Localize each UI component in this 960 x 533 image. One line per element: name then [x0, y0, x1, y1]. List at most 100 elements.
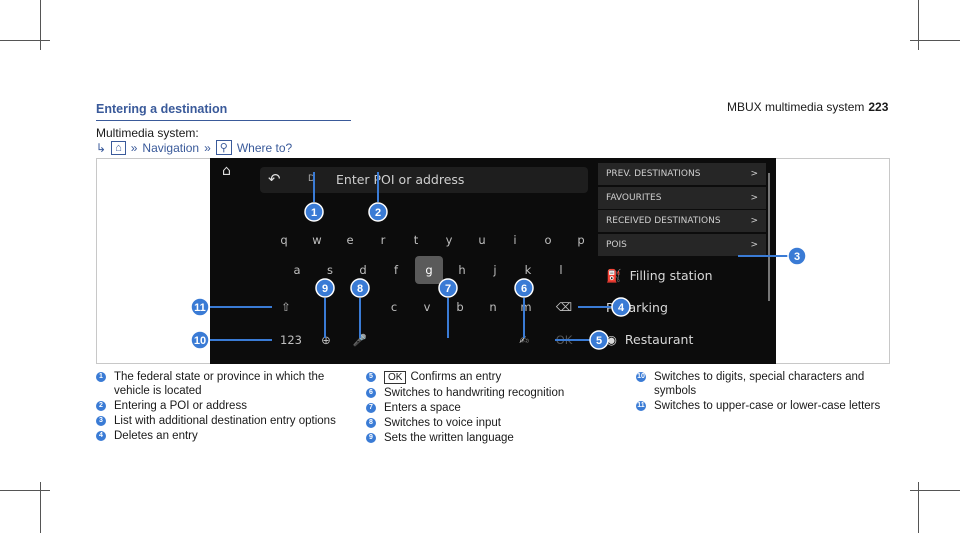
key-u[interactable]: u: [478, 233, 486, 247]
legend-number: 11: [636, 401, 646, 411]
legend-description: Switches to digits, special characters a…: [654, 371, 865, 397]
legend-text: Enters a space: [384, 401, 461, 415]
key-q[interactable]: q: [280, 233, 288, 247]
key-y[interactable]: y: [445, 233, 453, 247]
legend-number: 8: [366, 418, 376, 428]
legend-text: Switches to upper-case or lower-case let…: [654, 399, 880, 413]
menu-item[interactable]: FAVOURITES>: [598, 186, 766, 209]
legend-item: 11 Switches to upper-case or lower-case l…: [636, 399, 896, 413]
legend-item: 8 Switches to voice input: [366, 416, 626, 430]
callout-badge-6: 6: [514, 278, 534, 298]
chevron-right-icon: >: [750, 192, 758, 203]
legend-number: 6: [366, 388, 376, 398]
legend-text: Deletes an entry: [114, 429, 198, 443]
key-g[interactable]: g: [415, 256, 443, 284]
digits-key[interactable]: 123: [280, 333, 302, 347]
key-c[interactable]: c: [390, 300, 398, 314]
poi-item[interactable]: ◉Restaurant: [598, 324, 766, 356]
callout-badge-1: 1: [304, 202, 324, 222]
callout-badge-3: 3: [787, 246, 807, 266]
crop-mark: [40, 0, 41, 50]
legend-description: Sets the written language: [384, 432, 514, 444]
key-m[interactable]: m: [520, 300, 532, 314]
intro-text: Multimedia system:: [96, 126, 199, 140]
key-h[interactable]: h: [458, 263, 466, 277]
key-r[interactable]: r: [380, 233, 386, 247]
menu-item[interactable]: PREV. DESTINATIONS >: [598, 163, 766, 185]
handwriting-key[interactable]: ✍: [519, 333, 529, 347]
page-number: 223: [868, 100, 889, 114]
key-w[interactable]: w: [312, 233, 322, 247]
key-d[interactable]: d: [359, 263, 367, 277]
svg-text:2: 2: [375, 207, 381, 219]
svg-text:10: 10: [194, 335, 206, 347]
key-p[interactable]: p: [577, 233, 585, 247]
restaurant-icon: ◉: [606, 332, 617, 347]
key-t[interactable]: t: [413, 233, 419, 247]
back-icon[interactable]: ↶: [268, 170, 281, 188]
legend-description: Switches to handwriting recognition: [384, 387, 565, 399]
legend-text: Entering a POI or address: [114, 399, 247, 413]
key-e[interactable]: e: [346, 233, 354, 247]
key-l[interactable]: l: [559, 263, 563, 277]
key-k[interactable]: k: [524, 263, 532, 277]
crop-mark: [0, 490, 50, 491]
key-s[interactable]: s: [327, 263, 333, 277]
menu-item[interactable]: RECEIVED DESTINATIONS>: [598, 210, 766, 232]
crop-mark: [40, 482, 41, 533]
legend-description: List with additional destination entry o…: [114, 415, 336, 427]
key-f[interactable]: f: [393, 263, 399, 277]
key-i[interactable]: i: [513, 233, 517, 247]
poi-item[interactable]: ⛽Filling station: [598, 260, 766, 292]
delete-key[interactable]: ⌫: [555, 300, 573, 314]
path-navigation: Navigation: [142, 140, 200, 155]
legend-number: 1: [96, 372, 106, 382]
key-v[interactable]: v: [423, 300, 431, 314]
svg-text:6: 6: [521, 283, 527, 295]
menu-item[interactable]: POIS>: [598, 233, 766, 256]
menu-path: ↳ ⌂ » Navigation » ⚲ Where to?: [96, 140, 292, 155]
legend-text: Switches to digits, special characters a…: [654, 370, 896, 398]
path-arrow: ↳: [96, 140, 107, 155]
key-j[interactable]: j: [493, 263, 497, 277]
shift-key[interactable]: ⇧: [281, 300, 291, 314]
language-key[interactable]: ⊕: [321, 333, 331, 347]
svg-text:1: 1: [311, 207, 317, 219]
chevron-right-icon: >: [750, 169, 758, 179]
legend-text: List with additional destination entry o…: [114, 414, 336, 428]
ok-button-symbol: OK: [384, 371, 407, 384]
section-title: Entering a destination: [96, 102, 228, 116]
svg-text:8: 8: [357, 283, 363, 295]
callout-badge-7: 7: [438, 278, 458, 298]
legend-text: Switches to voice input: [384, 416, 501, 430]
fuel-icon: ⛽: [606, 267, 622, 283]
legend-text: Sets the written language: [384, 431, 514, 445]
voice-key[interactable]: 🎤: [352, 333, 368, 347]
menu-item-label: PREV. DESTINATIONS: [606, 169, 701, 179]
path-chevron: »: [130, 140, 138, 155]
scrollbar[interactable]: [768, 173, 770, 301]
callout-badge-5: 5: [589, 330, 609, 350]
home-icon[interactable]: ⌂: [222, 163, 231, 179]
menu-item-label: RECEIVED DESTINATIONS: [606, 216, 721, 226]
key-o[interactable]: o: [544, 233, 552, 247]
crop-mark: [918, 482, 919, 533]
legend-description: Switches to upper-case or lower-case let…: [654, 400, 881, 412]
legend-number: 4: [96, 431, 106, 441]
chevron-right-icon: >: [750, 239, 758, 250]
callout-badge-8: 8: [350, 278, 370, 298]
key-n[interactable]: n: [489, 300, 497, 314]
key-a[interactable]: a: [293, 263, 301, 277]
key-b[interactable]: b: [456, 300, 464, 314]
